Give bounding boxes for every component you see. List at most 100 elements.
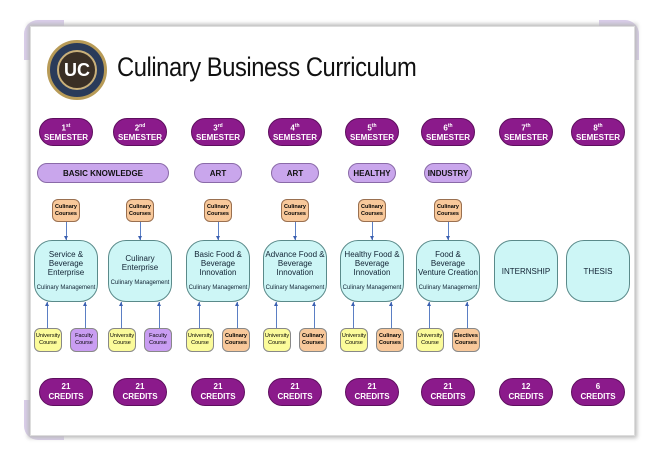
course-subtitle: Culinary Management [36, 284, 96, 291]
course-title: Food & Beverage Venture Creation [417, 249, 479, 277]
culinary-courses-box: Culinary Courses [204, 199, 232, 222]
credits-label: CREDITS [430, 392, 466, 401]
culinary-courses-box: Culinary Courses [52, 199, 80, 222]
connector-arrow [370, 222, 374, 240]
semester-number: 6th [443, 122, 453, 133]
course-box: THESIS [566, 240, 630, 302]
course-title: Healthy Food & Beverage Innovation [344, 249, 400, 277]
credits-label: CREDITS [122, 392, 158, 401]
course-title: INTERNSHIP [501, 266, 551, 276]
semester-number: 1st [61, 122, 71, 133]
semester-label: SEMESTER [195, 133, 240, 143]
connector-arrow [465, 302, 469, 328]
right-input-box: Faculty Course [144, 328, 172, 352]
course-title: Culinary Enterprise [121, 254, 159, 272]
credits-value: 6 [595, 382, 601, 391]
connector-arrow [274, 302, 278, 328]
credits-label: CREDITS [354, 392, 390, 401]
credits-label: CREDITS [508, 392, 544, 401]
course-subtitle: Culinary Management [110, 280, 170, 286]
culinary-courses-box: Culinary Courses [434, 199, 462, 222]
left-input-box: University Course [108, 328, 136, 352]
course-title: Advance Food & Beverage Innovation [265, 249, 325, 277]
credits-label: CREDITS [277, 392, 313, 401]
connector-arrow [64, 222, 68, 240]
culinary-courses-box: Culinary Courses [358, 199, 386, 222]
page-frame [30, 26, 635, 436]
semester-number: 5th [367, 122, 377, 133]
category-pill: ART [194, 163, 242, 183]
left-input-box: University Course [340, 328, 368, 352]
course-subtitle: Culinary Management [342, 284, 402, 291]
category-pill: ART [271, 163, 319, 183]
course-subtitle: Culinary Management [418, 284, 478, 291]
category-pill: BASIC KNOWLEDGE [37, 163, 169, 183]
semester-number: 7th [521, 122, 531, 133]
semester-number: 3rd [213, 122, 223, 133]
semester-label: SEMESTER [272, 133, 317, 143]
course-title: Service & Beverage Enterprise [47, 249, 85, 277]
connector-arrow [45, 302, 49, 328]
semester-number: 2nd [134, 122, 146, 133]
left-input-box: University Course [416, 328, 444, 352]
credits-value: 21 [367, 382, 377, 391]
culinary-courses-box: Culinary Courses [126, 199, 154, 222]
course-box: INTERNSHIP [494, 240, 558, 302]
left-input-box: University Course [263, 328, 291, 352]
semester-label: SEMESTER [503, 133, 548, 143]
course-subtitle: Culinary Management [188, 284, 248, 291]
credits-value: 21 [135, 382, 145, 391]
right-input-box: Culinary Courses [222, 328, 250, 352]
logo-monogram: UC [57, 50, 97, 90]
page-title: Culinary Business Curriculum [117, 52, 417, 82]
right-input-box: Electives Courses [452, 328, 480, 352]
category-pill: HEALTHY [348, 163, 396, 183]
connector-arrow [197, 302, 201, 328]
credits-value: 21 [443, 382, 453, 391]
connector-arrow [83, 302, 87, 328]
semester-label: SEMESTER [43, 133, 88, 143]
left-input-box: University Course [34, 328, 62, 352]
course-title: THESIS [583, 266, 613, 276]
right-input-box: Culinary Courses [299, 328, 327, 352]
category-pill: INDUSTRY [424, 163, 472, 183]
connector-arrow [446, 222, 450, 240]
culinary-courses-box: Culinary Courses [281, 199, 309, 222]
connector-arrow [389, 302, 393, 328]
connector-arrow [235, 302, 239, 328]
right-input-box: Culinary Courses [376, 328, 404, 352]
left-input-box: University Course [186, 328, 214, 352]
semester-label: SEMESTER [349, 133, 394, 143]
course-title: Basic Food & Beverage Innovation [194, 249, 242, 277]
right-input-box: Faculty Course [70, 328, 98, 352]
connector-arrow [312, 302, 316, 328]
credits-value: 21 [213, 382, 223, 391]
connector-arrow [216, 222, 220, 240]
connector-arrow [427, 302, 431, 328]
credits-label: CREDITS [580, 392, 616, 401]
connector-arrow [157, 302, 161, 328]
semester-label: SEMESTER [117, 133, 162, 143]
credits-value: 21 [290, 382, 300, 391]
